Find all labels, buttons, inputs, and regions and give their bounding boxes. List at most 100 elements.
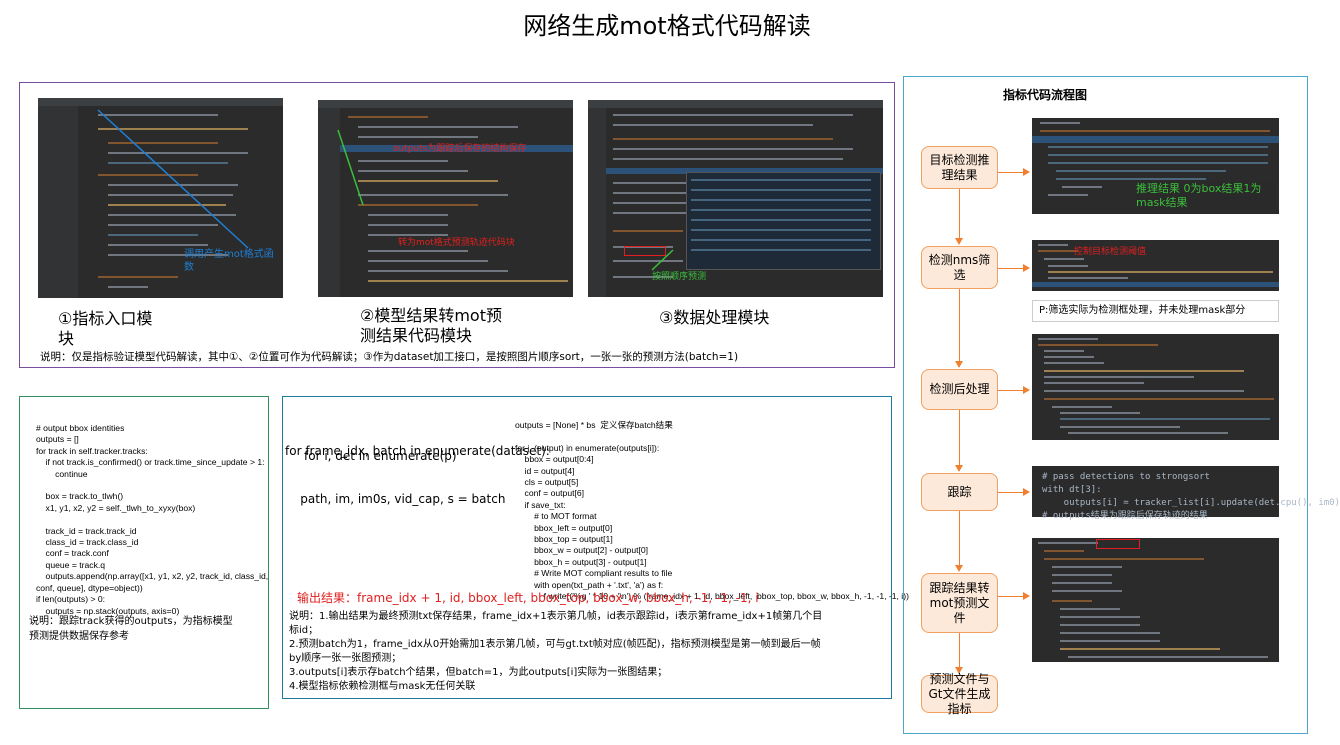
module3-annotation: 按照顺序预测 (652, 272, 707, 282)
code-line: box = track.to_tlwh() (36, 491, 124, 502)
link-mot-arrow (1023, 592, 1030, 600)
mot-code: outputs = [None] * bs 定义保存batch结果 for j,… (515, 420, 909, 603)
module2-screenshot: outputs为跟踪后保存的结构保存 转为mot格式预测轨迹代码块 (318, 100, 573, 297)
code-line: outputs = [] (36, 434, 79, 445)
arrow-2-3 (955, 361, 963, 368)
link-tracking (998, 492, 1023, 493)
arrow-1-2 (955, 238, 963, 245)
code-line: conf, queue], dtype=object)) (36, 582, 143, 593)
code-line: continue (36, 468, 88, 479)
code-line: outputs = np.stack(outputs, axis=0) (36, 605, 180, 616)
code-line: bbox_top = output[1] (515, 534, 613, 545)
code-line: bbox_left = output[0] (515, 522, 613, 533)
module2-annotation-top: outputs为跟踪后保存的结构保存 (393, 144, 527, 154)
module1-screenshot: 调用产生mot格式函数 (38, 98, 283, 298)
code-line: with dt[3]: (1042, 485, 1102, 495)
det-loop: for i, det in enumerate(p) (304, 449, 457, 463)
code-line: queue = track.q (36, 559, 106, 570)
link-detection-arrow (1023, 168, 1030, 176)
nms-screenshot: 控制目标检测阈值 (1032, 240, 1279, 291)
flow-node-mot-convert: 跟踪结果转mot预测文件 (921, 573, 998, 633)
code-line: id = output[4] (515, 465, 575, 476)
link-tracking-arrow (1023, 488, 1030, 496)
mot-notes: 说明：1.输出结果为最终预测txt保存结果，frame_idx+1表示第几帧，i… (289, 610, 885, 694)
module3-caption: ③数据处理模块 (659, 308, 770, 327)
code-line: conf = output[6] (515, 488, 585, 499)
code-line: # pass detections to strongsort (1042, 472, 1210, 482)
code-line: f.write(('%g ' * 10 + '\n') % (frame_idx… (515, 591, 909, 602)
note-line: 2.预测batch为1，frame_idx从0开始需加1表示第几帧，可与gt.t… (289, 639, 821, 650)
code-line: for track in self.tracker.tracks: (36, 445, 148, 456)
arrow-4-5 (955, 565, 963, 572)
flowchart-panel (903, 76, 1308, 734)
connector-1-2 (959, 189, 960, 238)
flow-node-detection: 目标检测推理结果 (921, 146, 998, 189)
module3-popup (686, 172, 881, 270)
connector-3-4 (959, 410, 960, 465)
code-line: bbox = output[0:4] (515, 454, 594, 465)
tracking-screenshot: # pass detections to strongsort with dt[3… (1032, 466, 1340, 521)
code-line: bbox_w = output[2] - output[0] (515, 545, 649, 556)
frame-loop: for frame_idx, batch in enumerate(datase… (285, 444, 550, 506)
link-postprocess-arrow (1023, 386, 1030, 394)
code-line: # output bbox identities (36, 423, 125, 433)
nms-remark: P:筛选实际为检测框处理，并未处理mask部分 (1032, 300, 1279, 322)
module2-caption: ②模型结果转mot预 测结果代码模块 (360, 306, 502, 345)
link-nms (998, 268, 1023, 269)
output-result: 输出结果：frame_idx + 1, id, bbox_left, bbox_… (297, 591, 759, 605)
module3-screenshot: 按照顺序预测 (588, 100, 883, 297)
code-line: x1, y1, x2, y2 = self._tlwh_to_xyxy(box) (36, 502, 196, 513)
link-detection (998, 172, 1023, 173)
code-line: # outputs结果为跟踪后保存轨迹的结果 (1042, 511, 1208, 521)
link-mot (998, 596, 1023, 597)
flowchart-title: 指标代码流程图 (1003, 88, 1088, 102)
code-line: if len(outputs) > 0: (36, 594, 106, 605)
flow-node-metrics: 预测文件与Gt文件生成指标 (921, 672, 998, 716)
note-line: 4.模型指标依赖检测框与mask无任何关联 (289, 681, 476, 692)
code-line (36, 514, 268, 525)
code-line: outputs[i] = tracker_list[i].update(det.… (1042, 498, 1340, 508)
note-line: 标id； (289, 625, 319, 636)
tracking-code: # pass detections to strongsort with dt[3… (1042, 471, 1340, 523)
connector-4-5 (959, 511, 960, 565)
code-line: outputs = [None] * bs 定义保存batch结果 (515, 420, 673, 430)
code-line (515, 431, 909, 442)
code-line: conf = track.conf (36, 548, 109, 559)
code-line: cls = output[5] (515, 477, 579, 488)
postprocess-screenshot (1032, 334, 1279, 440)
code-line: track_id = track.track_id (36, 525, 137, 536)
module1-annotation: 调用产生mot格式函数 (184, 249, 274, 273)
module1-caption: ①指标入口模 块 (58, 309, 153, 348)
code-line: with open(txt_path + '.txt', 'a') as f: (515, 579, 664, 590)
code-line: outputs.append(np.array([x1, y1, x2, y2,… (36, 571, 269, 582)
code-line: # to MOT format (515, 511, 597, 522)
flow-node-nms: 检测nms筛选 (921, 246, 998, 289)
module2-annotation-mid: 转为mot格式预测轨迹代码块 (398, 238, 515, 248)
tracker-note: 说明：跟踪track获得的outputs，为指标模型 预测提供数据保存参考 (29, 616, 233, 642)
code-line: bbox_h = output[3] - output[1] (515, 556, 647, 567)
link-postprocess (998, 390, 1023, 391)
code-line: class_id = track.class_id (36, 537, 139, 548)
tracker-code-panel (19, 396, 269, 709)
code-line: for j, (output) in enumerate(outputs[i])… (515, 442, 660, 453)
note-line: by顺序一张一张图预测； (289, 653, 402, 664)
arrow-3-4 (955, 465, 963, 472)
page-title: 网络生成mot格式代码解读 (523, 12, 811, 40)
arrow-5-6 (955, 667, 963, 674)
nms-note: 控制目标检测阈值 (1074, 247, 1147, 257)
flow-node-postprocess: 检测后处理 (921, 369, 998, 410)
code-line (36, 480, 268, 491)
note-line: 说明：1.输出结果为最终预测txt保存结果，frame_idx+1表示第几帧，i… (289, 611, 823, 622)
code-line: # Write MOT compliant results to file (515, 568, 673, 579)
code-line: if not track.is_confirmed() or track.tim… (36, 457, 265, 468)
note-line: 3.outputs[i]表示存batch个结果，但batch=1，为此outpu… (289, 667, 668, 678)
connector-5-6 (959, 633, 960, 667)
module3-highlight-box (624, 246, 666, 256)
top-note: 说明：仅是指标验证模型代码解读，其中①、②位置可作为代码解读；③作为datase… (40, 351, 739, 363)
mot-convert-screenshot (1032, 538, 1279, 662)
flow-node-tracking: 跟踪 (921, 473, 998, 511)
modules-panel (19, 82, 895, 368)
detection-note: 推理结果 0为box结果1为mask结果 (1136, 182, 1276, 210)
connector-2-3 (959, 289, 960, 361)
